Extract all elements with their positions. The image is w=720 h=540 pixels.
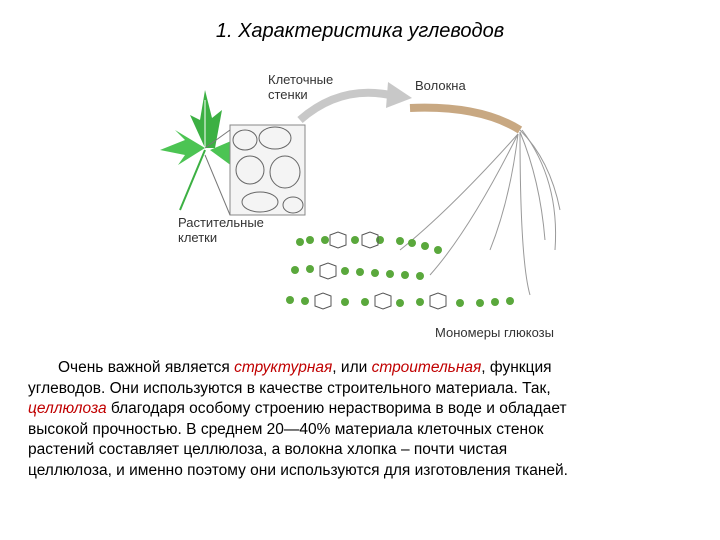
label-glucose-monomers: Мономеры глюкозы [435,325,554,340]
cellulose-figure: Клеточные стенки Волокна Растительные кл… [150,60,570,350]
glucose-chain-icon [286,236,514,307]
plant-cells-icon [204,124,306,216]
fiber-icon [399,103,561,296]
body-line-5: растений составляет целлюлоза, а волокна… [28,441,508,458]
glucose-structures [314,231,447,310]
label-fibers: Волокна [415,78,466,93]
cellulose-illustration [160,82,561,310]
body-line-3b: благодаря особому строению нерастворима … [106,400,567,417]
body-line-6: целлюлоза, и именно поэтому они использу… [28,461,568,479]
body-line-1e: , функция [481,359,552,376]
body-line-1: Очень важной является структурная, или с… [28,358,688,379]
body-line-4: высокой прочностью. В среднем 20—40% мат… [28,420,544,438]
body-line-3: целлюлоза благодаря особому строению нер… [28,399,688,420]
term-structural: структурная [234,359,333,376]
body-paragraph: Очень важной является структурная, или с… [28,358,688,481]
label-plant-cells-line1: Растительные [178,215,264,230]
body-line-1c: , или [332,359,372,376]
term-cellulose: целлюлоза [28,400,107,417]
label-plant-cells: Растительные клетки [178,215,264,245]
term-constructive: строительная [371,359,482,376]
arrow-icon [297,88,391,124]
body-line-1a: Очень важной является [58,359,235,376]
label-cell-walls-line1: Клеточные [268,72,334,87]
label-cell-walls: Клеточные стенки [268,72,333,102]
body-line-2: углеводов. Они используются в качестве с… [28,379,551,397]
label-plant-cells-line2: клетки [178,230,218,245]
page-title: 1. Характеристика углеводов [215,20,505,42]
label-cell-walls-line2: стенки [268,87,308,102]
